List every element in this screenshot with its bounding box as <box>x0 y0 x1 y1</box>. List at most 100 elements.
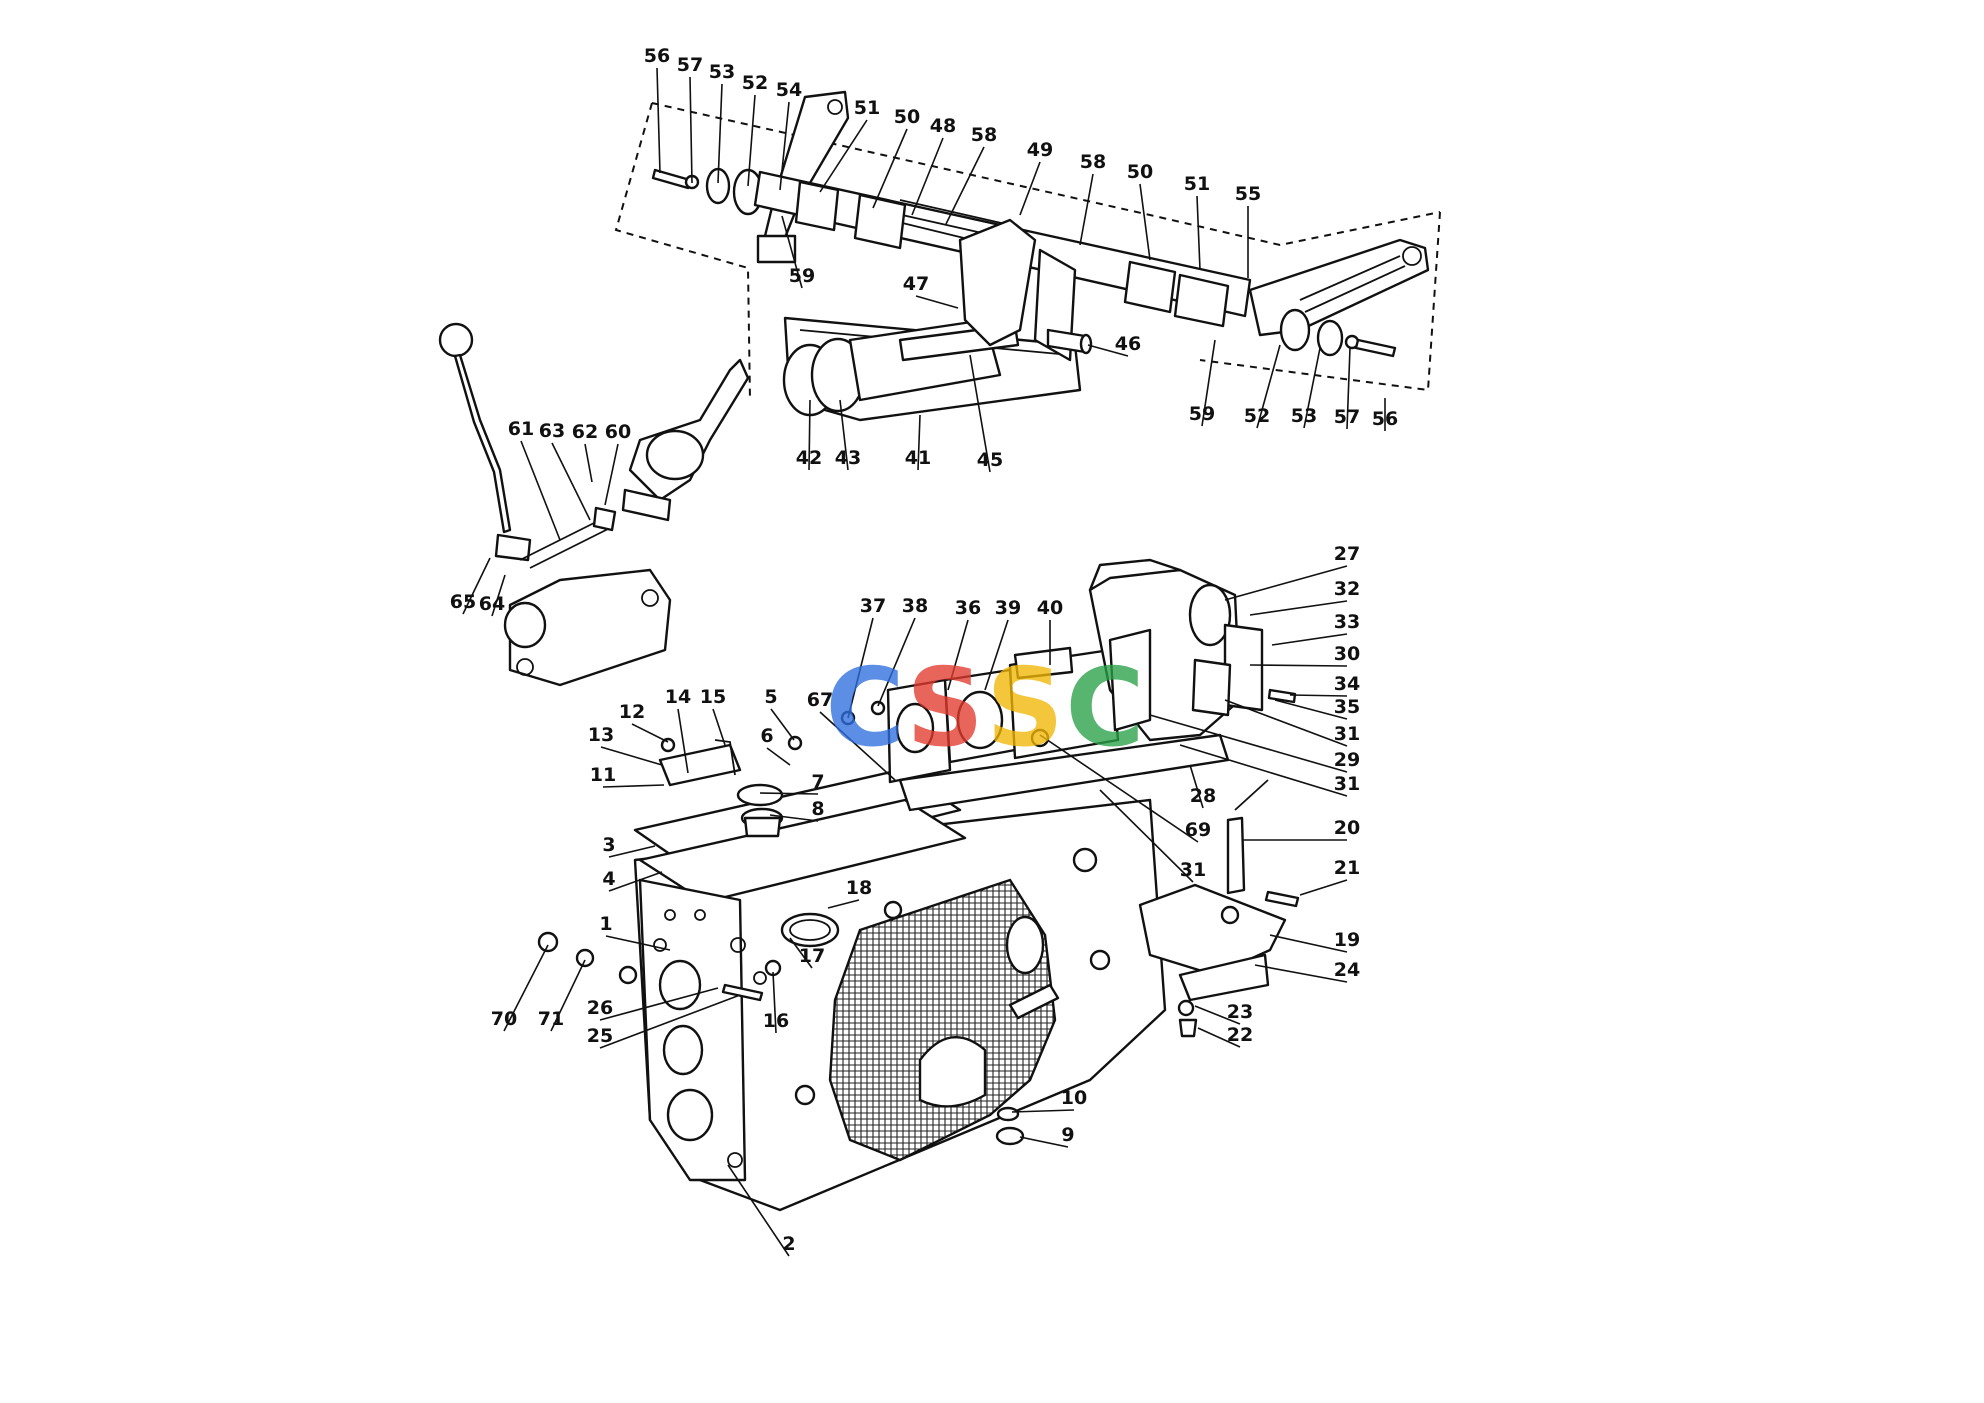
part-number-c8: 8 <box>811 798 824 820</box>
part-number-c57a: 57 <box>677 54 703 76</box>
leader-line-c32 <box>1249 600 1348 616</box>
leader-line-c8 <box>769 814 819 822</box>
part-number-c28: 28 <box>1190 785 1216 807</box>
leader-line-c34 <box>1289 694 1348 697</box>
leader-line-c67 <box>819 711 896 781</box>
leader-line-c47 <box>915 295 959 309</box>
part-number-c50a: 50 <box>894 106 920 128</box>
part-number-c48: 48 <box>930 115 956 137</box>
part-number-c63: 63 <box>539 420 565 442</box>
leader-line-c38 <box>877 617 916 707</box>
part-number-c38: 38 <box>902 595 928 617</box>
leader-line-c50b <box>1139 183 1151 261</box>
part-number-c31a: 31 <box>1334 723 1360 745</box>
leader-line-c31b <box>1179 744 1348 797</box>
leader-line-c25 <box>599 994 741 1049</box>
part-number-c40: 40 <box>1037 597 1063 619</box>
leader-line-c19 <box>1269 934 1348 953</box>
part-number-c59b: 59 <box>1189 403 1215 425</box>
leader-line-c29 <box>1149 714 1348 773</box>
part-number-c24: 24 <box>1334 959 1360 981</box>
logo-letter-4: C <box>1065 646 1144 771</box>
leader-line-c51b <box>1196 195 1201 271</box>
part-number-c21: 21 <box>1334 857 1360 879</box>
leader-line-c61 <box>520 440 561 541</box>
leader-line-c21 <box>1299 879 1348 896</box>
part-number-c31b: 31 <box>1334 773 1360 795</box>
part-number-c37: 37 <box>860 595 886 617</box>
transmission-housing <box>537 735 1300 1212</box>
part-number-c22: 22 <box>1227 1024 1253 1046</box>
leader-line-c43 <box>839 399 849 471</box>
part-number-c62: 62 <box>572 421 598 443</box>
part-number-c5: 5 <box>764 686 777 708</box>
leader-line-c52b <box>1256 344 1281 429</box>
leader-line-c60 <box>604 443 619 506</box>
leader-line-c30 <box>1249 664 1348 667</box>
part-number-c19: 19 <box>1334 929 1360 951</box>
leader-line-c17 <box>789 937 813 969</box>
cylinder-bore <box>1188 583 1232 647</box>
part-number-c7: 7 <box>811 771 824 793</box>
part-number-c15: 15 <box>700 686 726 708</box>
bell-bore <box>1005 915 1045 975</box>
leader-line-c46 <box>1087 344 1129 357</box>
bolt-left <box>651 168 692 190</box>
part-number-c61: 61 <box>508 418 534 440</box>
logo-letter-2: S <box>906 646 984 771</box>
mounting-plate <box>1138 883 1287 977</box>
leader-line-c50a <box>872 128 908 209</box>
part-number-c60: 60 <box>605 421 631 443</box>
leader-line-c33 <box>1271 633 1348 646</box>
bushing-left <box>853 193 907 250</box>
part-number-c16: 16 <box>763 1010 789 1032</box>
leader-line-c1 <box>605 935 671 951</box>
leader-line-c9 <box>1019 1136 1069 1148</box>
part-number-c10: 10 <box>1061 1087 1087 1109</box>
valve-block-assembly <box>840 558 1297 812</box>
part-number-c58b: 58 <box>1080 151 1106 173</box>
leader-line-c26 <box>599 987 719 1021</box>
leader-line-c12 <box>631 723 669 743</box>
leader-line-c10 <box>1011 1109 1075 1113</box>
part-number-c53b: 53 <box>1291 405 1317 427</box>
leader-line-c41 <box>917 414 921 471</box>
part-number-c56b: 56 <box>1372 408 1398 430</box>
leader-line-c11 <box>602 784 665 788</box>
leader-line-c22 <box>1197 1027 1241 1048</box>
leader-line-c15 <box>712 708 726 746</box>
part-number-c45: 45 <box>977 449 1003 471</box>
side-bore-lower <box>666 1088 714 1142</box>
leader-line-c64 <box>491 574 506 617</box>
part-number-c52b: 52 <box>1244 405 1270 427</box>
part-number-c35: 35 <box>1334 696 1360 718</box>
leader-line-c13 <box>600 746 663 766</box>
part-number-c3: 3 <box>602 834 615 856</box>
drain-plug <box>996 1106 1020 1122</box>
quadrant-arm <box>628 358 750 502</box>
part-number-c51a: 51 <box>854 97 880 119</box>
leader-line-c53b <box>1303 347 1321 429</box>
part-number-c26: 26 <box>587 997 613 1019</box>
leader-line-c71 <box>550 959 586 1032</box>
part-number-c67: 67 <box>807 689 833 711</box>
part-number-c41: 41 <box>905 447 931 469</box>
leader-line-c37 <box>847 617 874 719</box>
leader-line-c31a <box>1224 699 1348 747</box>
part-number-c17: 17 <box>799 945 825 967</box>
part-number-c27: 27 <box>1334 543 1360 565</box>
leader-line-c27 <box>1224 565 1348 601</box>
part-number-c39: 39 <box>995 597 1021 619</box>
leader-line-c62 <box>584 443 593 483</box>
leader-line-c18 <box>827 899 860 909</box>
side-bore-upper <box>658 959 702 1011</box>
leader-line-c48 <box>911 137 944 216</box>
rockshaft-assembly <box>614 90 1441 422</box>
leader-line-c58a <box>945 146 985 225</box>
part-number-c65: 65 <box>450 591 476 613</box>
part-number-c4: 4 <box>602 868 615 890</box>
part-number-c33: 33 <box>1334 611 1360 633</box>
part-number-c23: 23 <box>1227 1001 1253 1023</box>
